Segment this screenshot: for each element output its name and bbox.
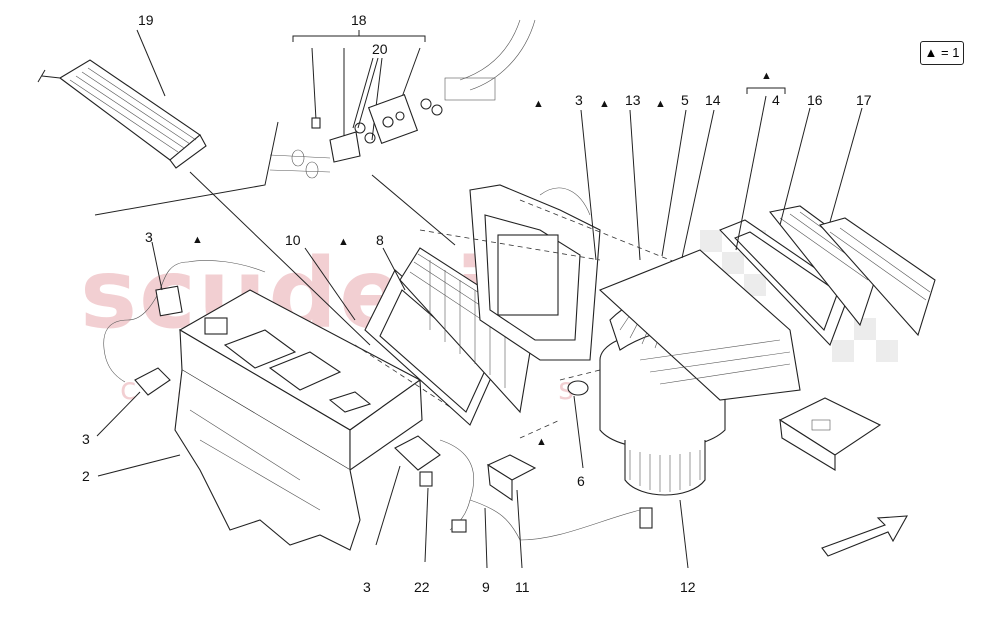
callout-3: 3 [363, 579, 371, 595]
part-22-connector [419, 471, 433, 487]
callout-11: 11 [515, 579, 530, 595]
callout-4: 4 [772, 92, 780, 108]
part-3-actuator-c [394, 435, 441, 471]
part-18-expansion-valve [311, 93, 443, 163]
callout-9: 9 [482, 579, 490, 595]
callout-20: 20 [372, 41, 388, 57]
marker-triangle: ▲ [338, 236, 349, 248]
callout-17: 17 [856, 92, 872, 108]
callout-12: 12 [680, 579, 696, 595]
callout-10: 10 [285, 232, 301, 248]
callout-16: 16 [807, 92, 823, 108]
callout-5: 5 [681, 92, 689, 108]
part-19-rear-evaporator [37, 59, 207, 169]
callout-8: 8 [376, 232, 384, 248]
marker-triangle: ▲ [761, 70, 772, 82]
legend-box: ▲ = 1 [920, 41, 964, 65]
refrigerant-pipes [269, 19, 536, 179]
part-2-hvac-housing [174, 289, 471, 551]
callout-14: 14 [705, 92, 721, 108]
direction-arrow [821, 515, 908, 557]
callout-22: 22 [414, 579, 430, 595]
part-17-cabin-filter-b [819, 217, 936, 337]
marker-triangle: ▲ [599, 98, 610, 110]
part-3-actuator-a [155, 285, 183, 317]
part-control-module [778, 397, 882, 471]
marker-triangle: ▲ [192, 234, 203, 246]
callout-18: 18 [351, 12, 367, 28]
leader-lines [352, 57, 863, 569]
part-16-duct-housing [598, 249, 801, 401]
part-16-filter-frame [719, 219, 851, 347]
callout-3: 3 [145, 229, 153, 245]
callout-2: 2 [82, 468, 90, 484]
part-9-harness [439, 439, 641, 541]
marker-triangle: ▲ [536, 436, 547, 448]
callout-6: 6 [577, 473, 585, 489]
part-3-actuator-b [134, 367, 171, 396]
callout-19: 19 [138, 12, 154, 28]
marker-triangle: ▲ [655, 98, 666, 110]
callout-13: 13 [625, 92, 641, 108]
callout-3: 3 [82, 431, 90, 447]
central-module [469, 184, 601, 361]
callout-3: 3 [575, 92, 583, 108]
part-6-grommet [567, 380, 589, 396]
marker-triangle: ▲ [533, 98, 544, 110]
part-11-resistor [486, 454, 537, 502]
